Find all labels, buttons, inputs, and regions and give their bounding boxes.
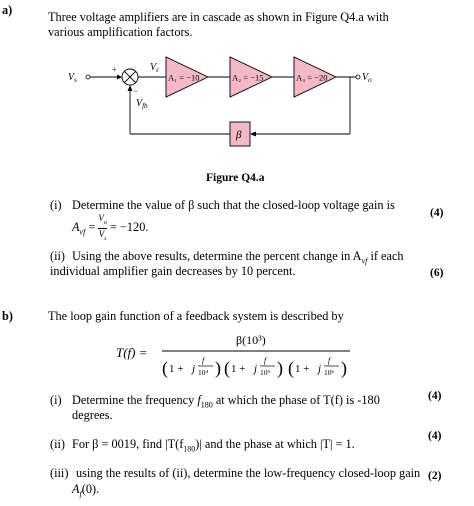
part-a-intro-line1: Three voltage amplifiers are in cascade … bbox=[48, 10, 389, 24]
tf-denominator-factor-2: ( 1 + j f 10⁵ ) bbox=[224, 356, 283, 379]
tf-lhs: T(f) = bbox=[116, 345, 148, 360]
svg-text:j: j bbox=[190, 363, 195, 375]
svg-text:(: ( bbox=[162, 358, 168, 379]
b-q2-text: For β = 0019, find |T(f180)| and the pha… bbox=[72, 437, 355, 454]
transfer-function: T(f) = β(10³) ( 1 + j f 10⁴ ) ( 1 + j f … bbox=[116, 333, 350, 379]
b-q3-number: (iii) bbox=[50, 466, 69, 480]
vfb-label: Vfb bbox=[136, 98, 148, 110]
beta-block-label: β bbox=[235, 129, 242, 141]
a-q2-line2: individual amplifier gain decreases by 1… bbox=[50, 264, 296, 278]
tf-numerator: β(10³) bbox=[236, 333, 266, 347]
ve-label: Vε bbox=[150, 62, 159, 74]
feedback-arrow-beta bbox=[250, 131, 256, 137]
block-diagram: Vs + − Vε A₁ = −10 A₂ = −15 A₃ = −20 Vo … bbox=[68, 56, 372, 147]
b-q3-line2: Af(0). bbox=[72, 482, 100, 499]
svg-text:j: j bbox=[316, 363, 321, 375]
b-q1-number: (i) bbox=[50, 393, 62, 407]
figure-caption: Figure Q4.a bbox=[206, 172, 265, 184]
tf-denominator-factor-1: ( 1 + j f 10⁴ ) bbox=[162, 356, 221, 379]
amplifier-3-label: A₃ = −20 bbox=[296, 73, 327, 83]
svg-text:f: f bbox=[328, 356, 332, 365]
input-terminal bbox=[85, 74, 91, 80]
amplifier-1 bbox=[165, 56, 210, 98]
a-q1-formula: Avf = Vo Vs = −120. bbox=[72, 213, 149, 242]
summing-plus: + bbox=[112, 65, 117, 74]
b-q3-line1: using the results of (ii), determine the… bbox=[76, 466, 421, 480]
svg-text:j: j bbox=[252, 363, 257, 375]
svg-text:): ) bbox=[215, 358, 221, 379]
svg-text:(: ( bbox=[288, 358, 294, 379]
svg-text:10⁵: 10⁵ bbox=[260, 368, 271, 377]
part-a-intro-line2: various amplification factors. bbox=[48, 25, 193, 39]
b-q2-number: (ii) bbox=[50, 437, 66, 451]
svg-text:(: ( bbox=[224, 358, 230, 379]
b-q1-marks: (4) bbox=[428, 390, 442, 402]
part-b-intro: The loop gain function of a feedback sys… bbox=[48, 309, 344, 323]
tf-denominator-factor-3: ( 1 + j f 10⁶ ) bbox=[288, 356, 347, 379]
b-q3-marks: (2) bbox=[428, 470, 442, 482]
part-b-label: b) bbox=[2, 309, 13, 323]
a-q2-number: (ii) bbox=[50, 249, 66, 263]
b-q2-marks: (4) bbox=[428, 430, 442, 442]
svg-text:): ) bbox=[277, 358, 283, 379]
svg-text:1 +: 1 + bbox=[169, 363, 183, 375]
part-a-label: a) bbox=[2, 3, 13, 17]
a-q1-text: Determine the value of β such that the c… bbox=[72, 198, 395, 212]
svg-text:10⁴: 10⁴ bbox=[198, 368, 209, 377]
amplifier-1-label: A₁ = −10 bbox=[168, 73, 199, 83]
svg-text:f: f bbox=[264, 356, 268, 365]
b-q1-line2: degrees. bbox=[72, 408, 113, 422]
amplifier-3 bbox=[293, 56, 338, 98]
svg-text:f: f bbox=[202, 356, 206, 365]
b-q1-line1: Determine the frequency f180 at which th… bbox=[72, 393, 380, 410]
svg-text:1 +: 1 + bbox=[231, 363, 245, 375]
svg-text:): ) bbox=[341, 358, 347, 379]
svg-text:10⁶: 10⁶ bbox=[324, 368, 335, 377]
input-arrow bbox=[117, 74, 122, 80]
amplifier-2-label: A₂ = −15 bbox=[232, 73, 263, 83]
amplifier-2 bbox=[229, 56, 274, 98]
summing-cross-b bbox=[124, 71, 136, 83]
vs-label: Vs bbox=[68, 72, 77, 84]
summing-minus: − bbox=[133, 86, 138, 96]
output-terminal bbox=[355, 74, 361, 80]
vo-label: Vo bbox=[362, 72, 372, 84]
feedback-arrow-sum bbox=[127, 85, 133, 91]
a-q2-marks: (6) bbox=[430, 267, 444, 279]
a-q1-marks: (4) bbox=[430, 207, 444, 219]
a-q2-line1: Using the above results, determine the p… bbox=[72, 249, 404, 266]
svg-text:1 +: 1 + bbox=[295, 363, 309, 375]
a-q1-number: (i) bbox=[50, 198, 62, 212]
